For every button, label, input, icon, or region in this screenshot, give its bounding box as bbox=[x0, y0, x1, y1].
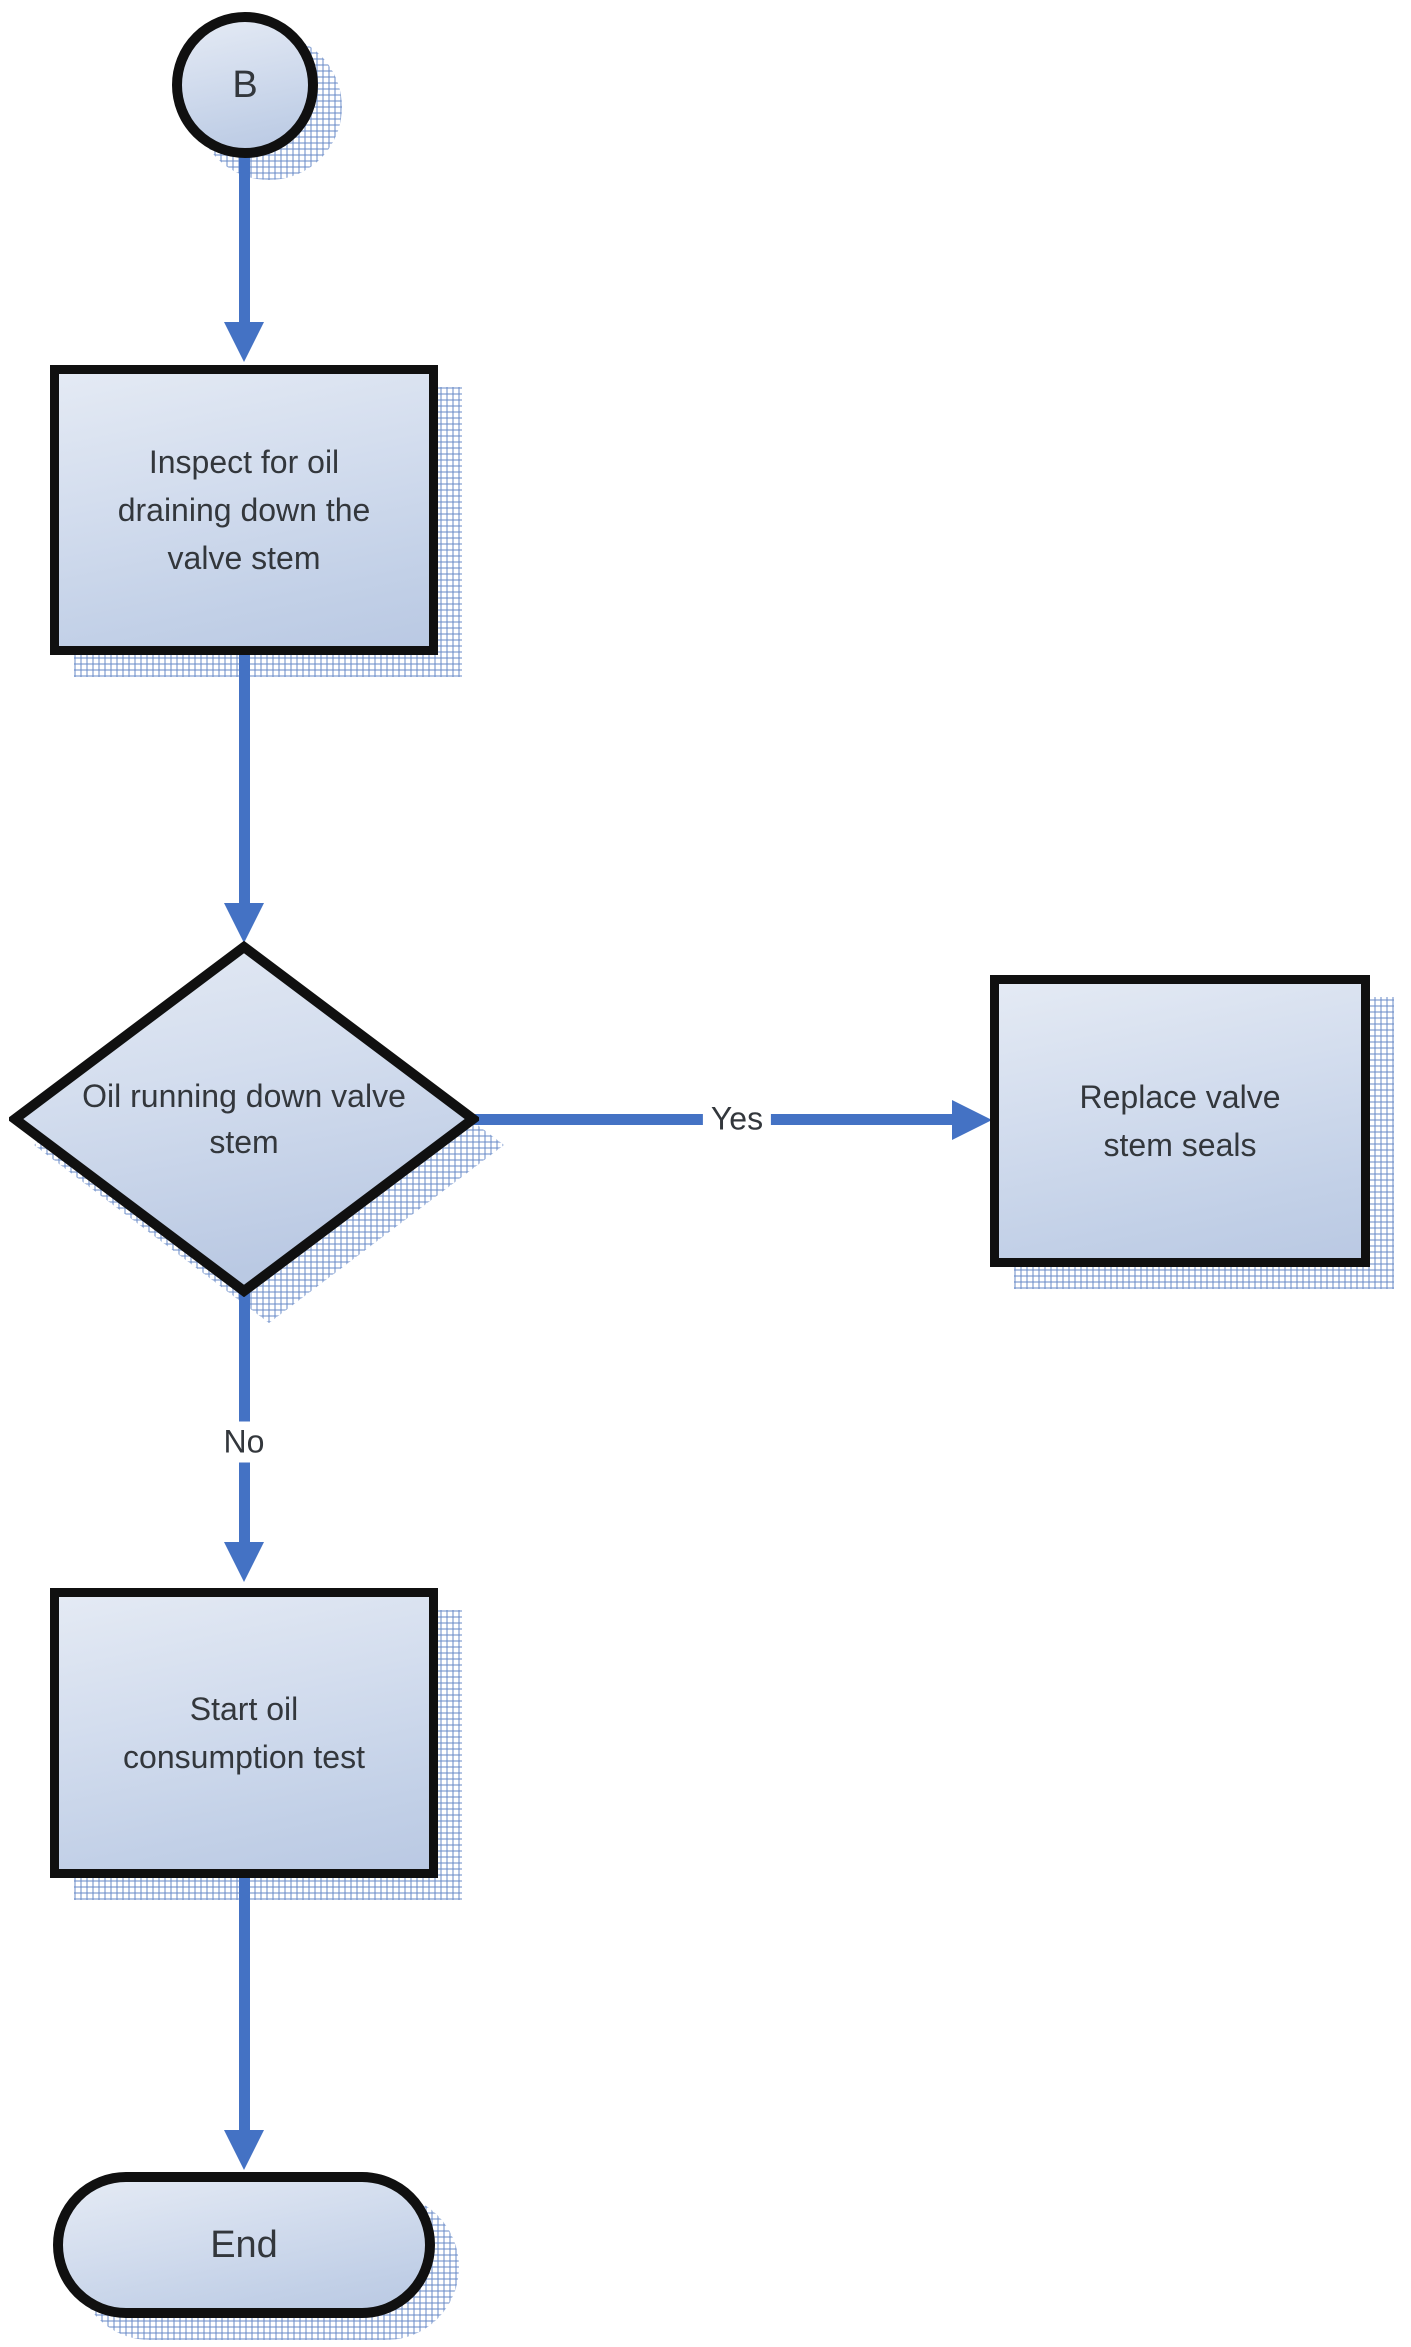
connector-b-label: B bbox=[232, 64, 258, 106]
arrow-b-to-inspect-head bbox=[224, 322, 264, 362]
arrow-decision-to-replace-head bbox=[952, 1100, 992, 1140]
arrow-inspect-to-decision-head bbox=[224, 903, 264, 943]
decision-diamond-shape bbox=[9, 941, 479, 1297]
edge-label-yes: Yes bbox=[702, 1098, 772, 1140]
end-node: End bbox=[53, 2172, 435, 2318]
connector-b-node: B bbox=[172, 12, 318, 158]
process-inspect-label: Inspect for oil draining down the valve … bbox=[117, 444, 371, 576]
arrow-decision-to-test-head bbox=[224, 1542, 264, 1582]
process-inspect-node: Inspect for oil draining down the valve … bbox=[50, 365, 438, 655]
decision-diamond-svg bbox=[9, 941, 479, 1297]
process-start-test-node: Start oil consumption test bbox=[50, 1588, 438, 1878]
decision-node: Oil running down valve stem bbox=[9, 941, 479, 1297]
arrow-b-to-inspect-line bbox=[239, 156, 250, 324]
decision-label-wrap: Oil running down valve stem bbox=[9, 941, 479, 1297]
arrow-test-to-end-head bbox=[224, 2130, 264, 2170]
edge-label-no: No bbox=[215, 1421, 273, 1463]
arrow-decision-to-test-line bbox=[239, 1293, 250, 1542]
process-replace-node: Replace valve stem seals bbox=[990, 975, 1370, 1267]
end-label: End bbox=[210, 2224, 278, 2266]
decision-label: Oil running down valve stem bbox=[82, 1078, 406, 1160]
process-start-test-label: Start oil consumption test bbox=[123, 1691, 365, 1775]
process-replace-label: Replace valve stem seals bbox=[1079, 1079, 1281, 1163]
arrow-test-to-end-line bbox=[239, 1876, 250, 2132]
arrow-inspect-to-decision-line bbox=[239, 653, 250, 905]
